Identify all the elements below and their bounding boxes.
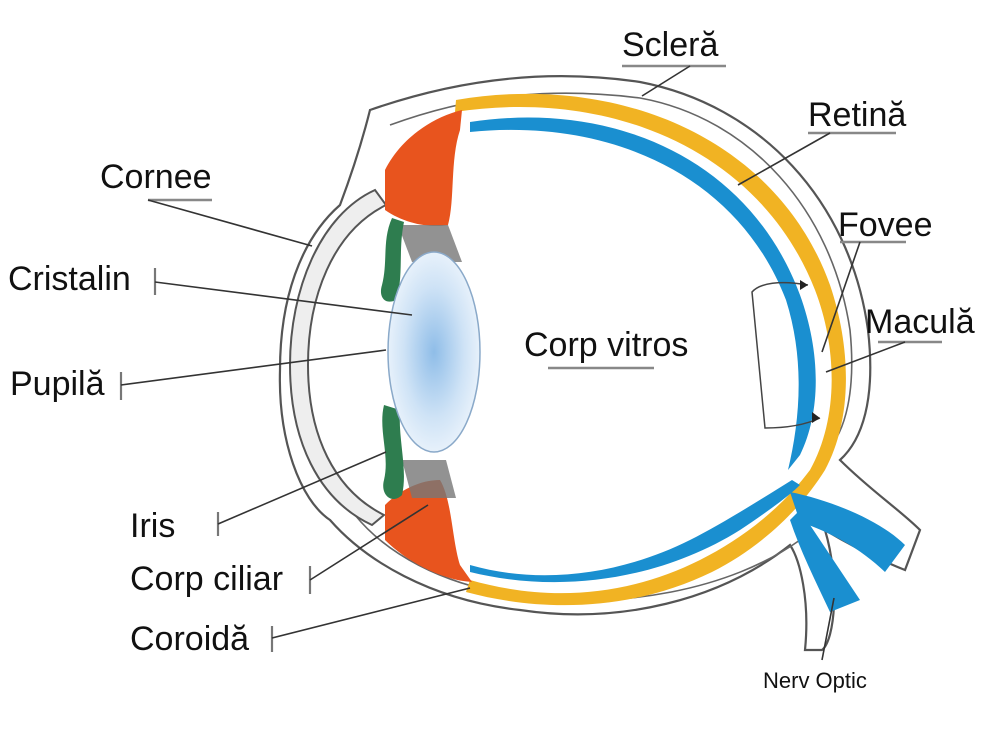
label-cornea: Cornee bbox=[100, 158, 212, 196]
retina-layer bbox=[470, 117, 816, 471]
leader-retina bbox=[737, 132, 831, 186]
ciliary-body-upper bbox=[385, 110, 462, 226]
cornea-shape bbox=[288, 188, 388, 527]
leader-pupil bbox=[120, 349, 387, 386]
label-macula: Maculă bbox=[865, 303, 975, 341]
lens-shape bbox=[387, 251, 481, 453]
optic-nerve bbox=[790, 492, 905, 572]
leader-optic-nerve bbox=[821, 597, 835, 661]
leader-fovea bbox=[821, 241, 861, 353]
label-vitreous: Corp vitros bbox=[524, 326, 688, 364]
label-ciliary-body: Corp ciliar bbox=[130, 560, 283, 598]
ciliary-body-lower bbox=[385, 480, 472, 582]
macula-bracket bbox=[751, 281, 821, 429]
leader-ciliary-body bbox=[309, 504, 429, 581]
leader-choroid bbox=[271, 587, 471, 639]
label-lens: Cristalin bbox=[8, 260, 131, 298]
leader-iris bbox=[217, 451, 387, 525]
zonule-upper bbox=[398, 225, 462, 262]
leader-lens bbox=[154, 281, 413, 316]
label-pupil: Pupilă bbox=[10, 365, 105, 403]
optic-nerve-lower bbox=[790, 510, 860, 612]
label-retina: Retină bbox=[808, 96, 906, 134]
retina-layer-lower bbox=[470, 480, 800, 583]
leader-macula bbox=[825, 341, 906, 373]
label-sclera: Scleră bbox=[622, 26, 718, 64]
leader-sclera bbox=[641, 65, 691, 97]
bracket-arrow-lower bbox=[812, 412, 820, 423]
label-optic-nerve: Nerv Optic bbox=[763, 668, 867, 693]
leader-cornea bbox=[147, 199, 313, 247]
label-iris: Iris bbox=[130, 507, 175, 545]
label-choroid: Coroidă bbox=[130, 620, 249, 658]
zonule-lower bbox=[402, 460, 456, 498]
label-fovea: Fovee bbox=[838, 206, 933, 244]
iris-lower bbox=[382, 405, 404, 500]
bracket-arrow-upper bbox=[800, 280, 808, 290]
iris-upper bbox=[380, 218, 404, 302]
